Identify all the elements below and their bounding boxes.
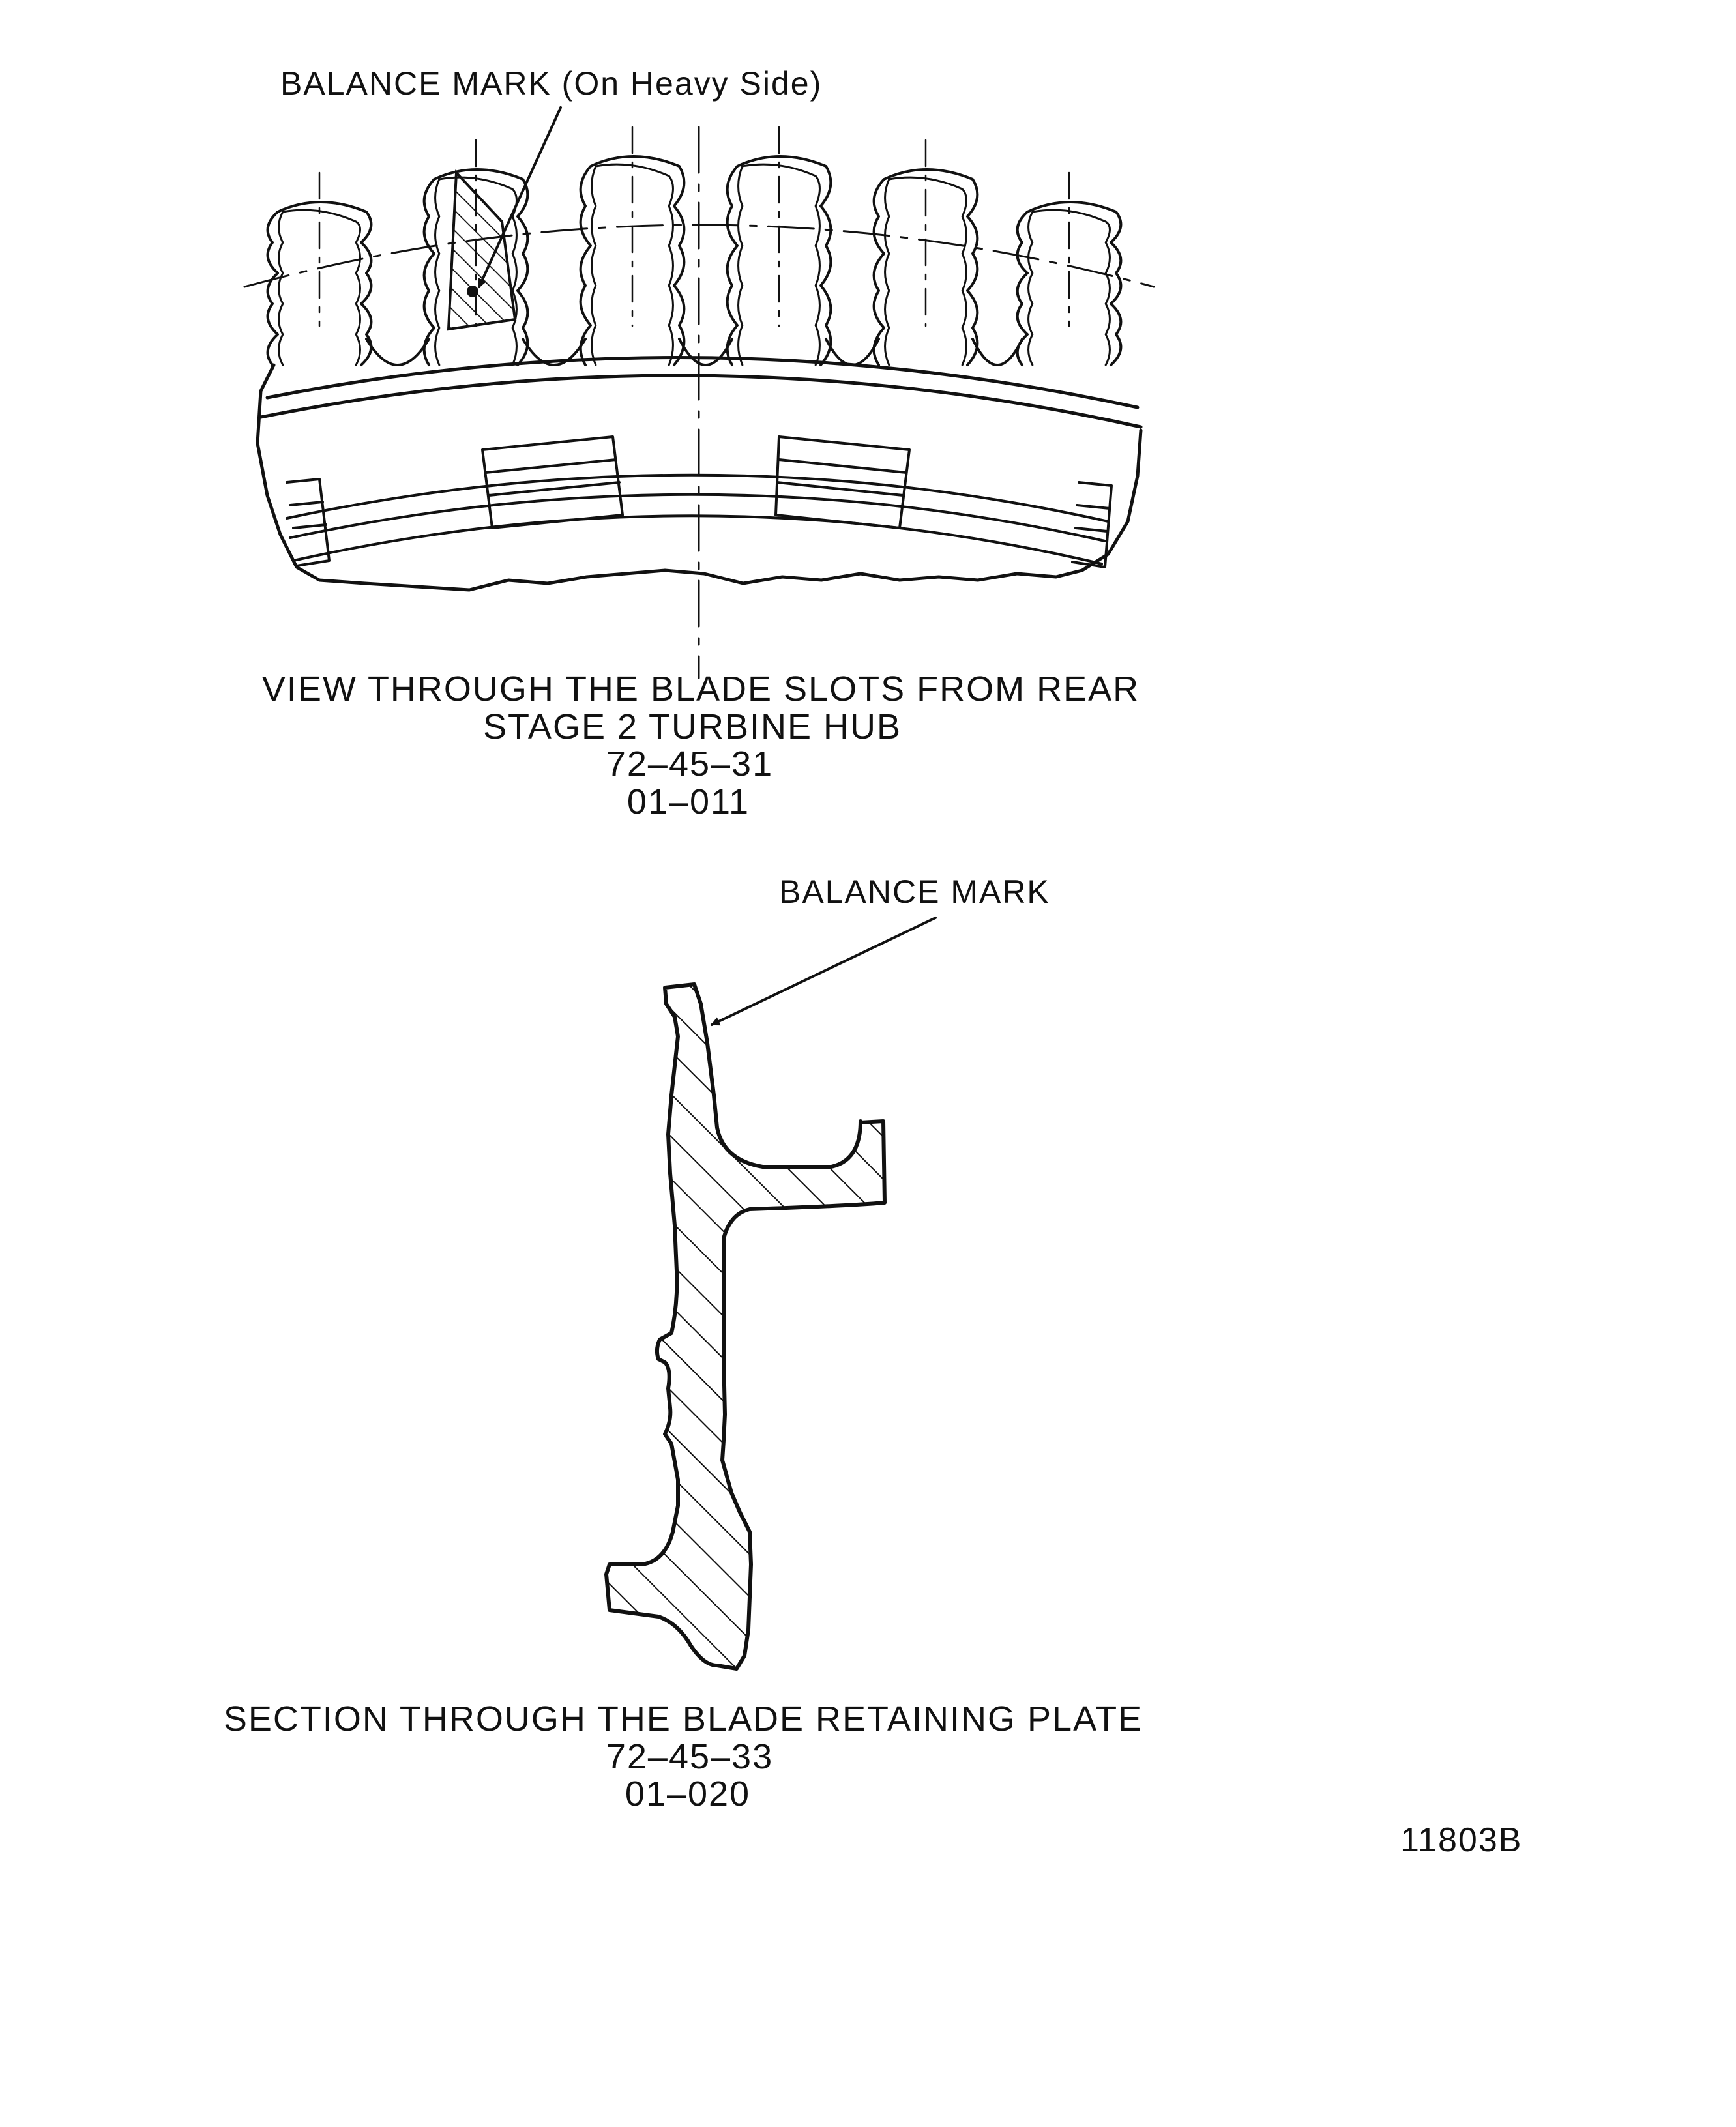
blade-slot-bottom bbox=[365, 338, 430, 366]
top-callout-leader bbox=[478, 106, 562, 288]
top-balance-mark-label: BALANCE MARK (On Heavy Side) bbox=[280, 65, 822, 102]
bottom-balance-mark-label: BALANCE MARK bbox=[779, 873, 1050, 910]
hub-band-arc-1 bbox=[286, 473, 1110, 523]
hub-band-arc-2 bbox=[289, 493, 1106, 542]
blade-slot-bottom bbox=[678, 338, 733, 366]
figure-number: 11803B bbox=[1400, 1821, 1522, 1859]
plate-caption-line3: 01–020 bbox=[625, 1774, 750, 1813]
plate-caption-line2: 72–45–33 bbox=[606, 1737, 773, 1776]
blade-slot-tooth-inner bbox=[591, 163, 674, 366]
turbine-hub-view bbox=[243, 126, 1155, 679]
retaining-plate-section bbox=[604, 982, 887, 1671]
bottom-callout-leader bbox=[711, 917, 937, 1026]
hub-balance-mark-dot bbox=[467, 286, 478, 297]
blade-slot-bottom bbox=[825, 338, 880, 366]
blade-slot-tooth-inner bbox=[737, 163, 821, 366]
hub-rim-upper bbox=[265, 356, 1140, 409]
blade-slot-bottom bbox=[971, 338, 1023, 366]
hub-band-arc-3 bbox=[292, 514, 1103, 565]
blade-slot-tooth bbox=[422, 168, 529, 366]
blade-slot-tooth bbox=[872, 168, 979, 366]
hub-balance-mark-wedge bbox=[447, 169, 517, 331]
plate-caption-line1: SECTION THROUGH THE BLADE RETAINING PLAT… bbox=[224, 1699, 1143, 1738]
blade-slot-tooth bbox=[726, 155, 832, 366]
hub-caption-line2: STAGE 2 TURBINE HUB bbox=[483, 707, 902, 746]
retaining-plate-profile bbox=[604, 982, 887, 1671]
blade-slot-tooth bbox=[579, 155, 686, 366]
hub-caption-line3: 72–45–31 bbox=[606, 744, 773, 784]
blade-slot-teeth bbox=[266, 126, 1123, 366]
hub-caption-line1: VIEW THROUGH THE BLADE SLOTS FROM REAR bbox=[262, 669, 1140, 709]
blade-slot-bottom bbox=[522, 338, 587, 366]
hub-rim-lower bbox=[259, 374, 1143, 429]
hub-caption-line4: 01–011 bbox=[627, 782, 750, 821]
blade-slot-tooth bbox=[1016, 201, 1123, 366]
blade-slot-tooth bbox=[266, 201, 373, 366]
hub-lugs bbox=[286, 435, 1113, 568]
